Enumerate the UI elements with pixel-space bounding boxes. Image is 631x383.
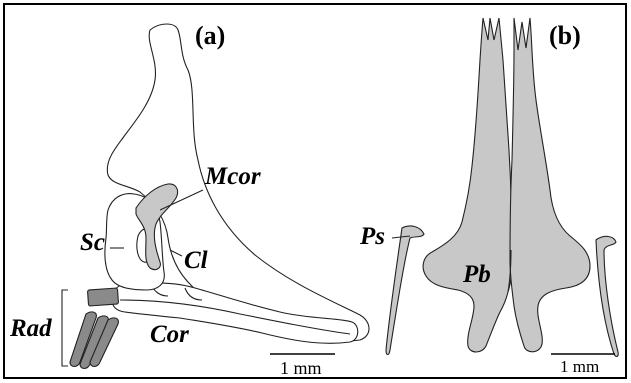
sc-label: Sc bbox=[80, 229, 105, 256]
panel-a-label: (a) bbox=[195, 21, 225, 50]
ps-label: Ps bbox=[359, 223, 385, 250]
postcleithrum-right bbox=[596, 236, 618, 356]
cl-label: Cl bbox=[184, 247, 208, 274]
pelvic-bone-left bbox=[423, 18, 512, 352]
postcleithrum-left bbox=[386, 226, 424, 355]
panel-b-label: (b) bbox=[549, 21, 581, 50]
pb-label: Pb bbox=[462, 261, 491, 288]
radial-top bbox=[87, 288, 118, 306]
cor-label: Cor bbox=[150, 321, 189, 348]
rad-label: Rad bbox=[9, 315, 52, 342]
panel-a: (a) Mcor Sc Cl Rad Cor 1 mm bbox=[9, 21, 369, 378]
scale-text-b: 1 mm bbox=[560, 357, 599, 376]
panel-b: (b) Ps Pb 1 mm bbox=[359, 18, 618, 376]
scale-text-a: 1 mm bbox=[280, 358, 322, 378]
rad-bracket bbox=[62, 290, 68, 366]
mcor-label: Mcor bbox=[204, 163, 261, 190]
pelvic-bone-right bbox=[510, 18, 590, 352]
